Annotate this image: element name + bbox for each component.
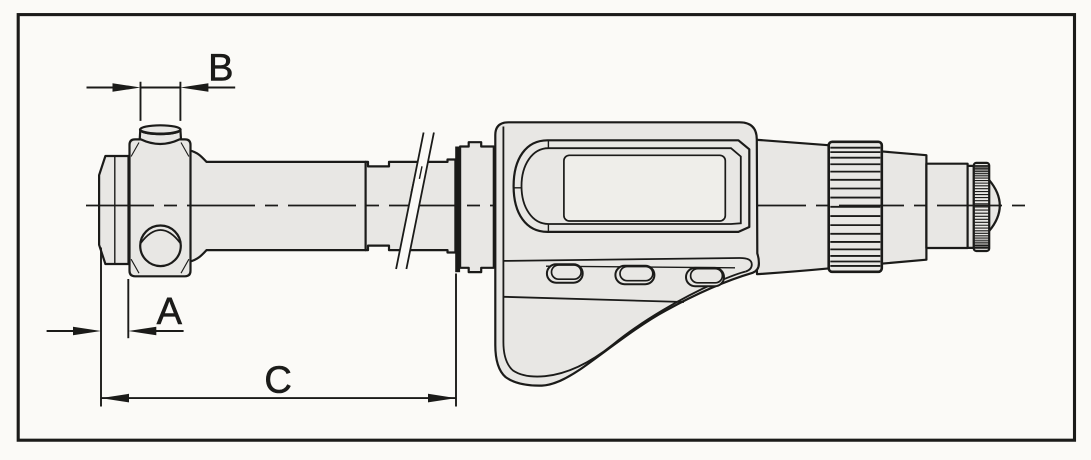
clamp-band bbox=[455, 146, 461, 273]
button-1 bbox=[545, 263, 584, 284]
dim-a-arrow-right bbox=[128, 326, 157, 336]
ratchet-knurl-lines bbox=[974, 165, 990, 249]
break-symbol bbox=[395, 131, 435, 270]
dim-b-arrow-left bbox=[112, 83, 141, 92]
lcd-window bbox=[563, 154, 727, 222]
break-gap bbox=[396, 131, 434, 270]
break-slashes bbox=[395, 132, 435, 270]
dimension-c: C bbox=[100, 247, 457, 407]
button-row bbox=[545, 263, 736, 288]
diagram-border bbox=[16, 13, 1077, 442]
display-body bbox=[494, 121, 760, 387]
bezel-inner bbox=[520, 147, 742, 225]
side-contact-ball bbox=[139, 224, 182, 268]
button-2 bbox=[614, 264, 656, 286]
break-dashes bbox=[410, 166, 423, 194]
button-2-inner bbox=[619, 265, 654, 282]
dim-b-arrow-right bbox=[180, 83, 209, 92]
dim-a-label: A bbox=[157, 291, 183, 333]
button-1-inner bbox=[550, 264, 582, 281]
anvil-head bbox=[98, 154, 130, 266]
dimensions: B A C bbox=[46, 47, 457, 407]
dim-c-label: C bbox=[264, 359, 291, 401]
band-bottom-line bbox=[503, 295, 685, 303]
mounting-sleeve bbox=[459, 141, 495, 274]
micrometer-drawing bbox=[98, 124, 1001, 278]
dim-b-label: B bbox=[208, 47, 233, 89]
thimble-knurl-lines bbox=[830, 146, 881, 267]
thimble-cap bbox=[877, 150, 928, 265]
band-top-line bbox=[503, 257, 753, 273]
bezel-left-ticks bbox=[513, 140, 550, 232]
taper-cone bbox=[752, 138, 832, 276]
side-contact-ball-arc bbox=[139, 229, 182, 244]
dimension-b: B bbox=[86, 47, 236, 121]
dim-a-arrow-left bbox=[73, 326, 101, 336]
dim-c-extension-lines bbox=[100, 247, 457, 407]
boss-top-face-front-edge bbox=[139, 129, 182, 136]
dim-c-arrow-right bbox=[428, 393, 456, 403]
button-3 bbox=[685, 266, 725, 288]
dimension-a: A bbox=[46, 279, 184, 339]
display-bezel bbox=[512, 139, 751, 233]
button-3-inner bbox=[689, 267, 724, 284]
collar-ring bbox=[128, 138, 192, 278]
anvil-profile bbox=[98, 154, 130, 266]
collar-chamfer-lines bbox=[130, 142, 190, 274]
dim-c-arrow-left bbox=[101, 393, 129, 403]
